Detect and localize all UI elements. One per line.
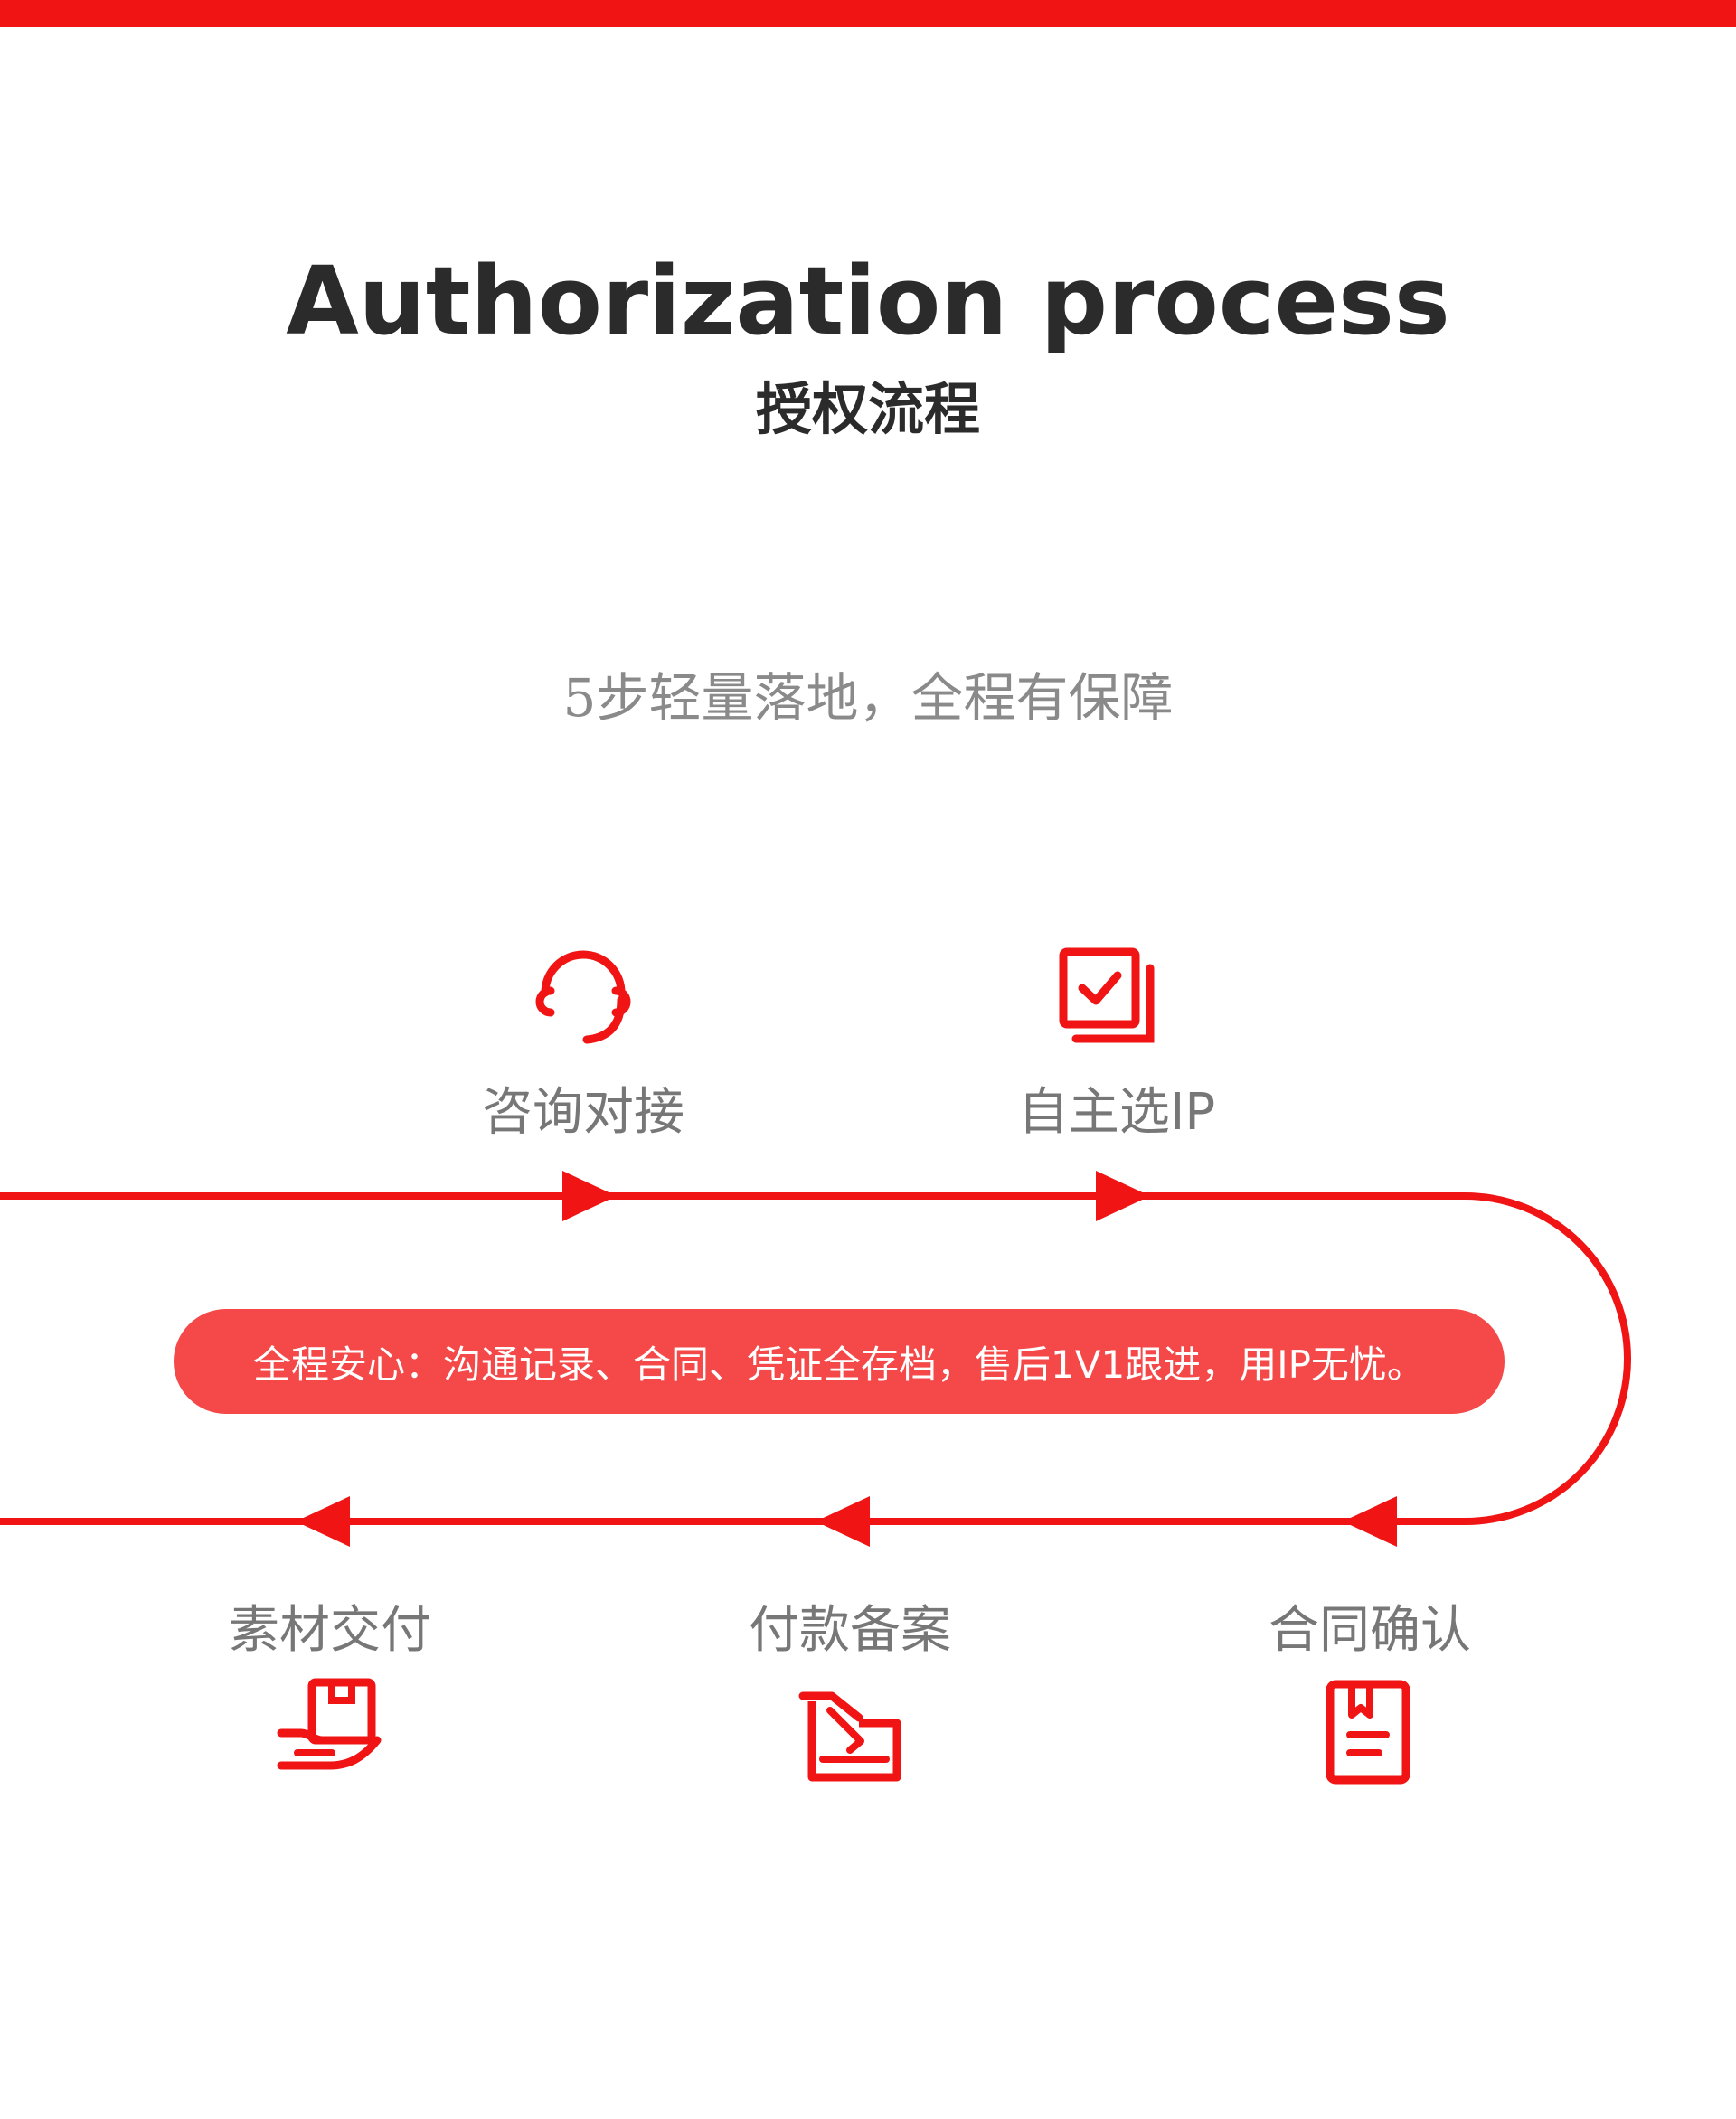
headset-icon (529, 940, 637, 1049)
flow-arrow-5 (296, 1496, 350, 1547)
step-label-contract: 合同确认 (1269, 1601, 1471, 1660)
checkbox-stack-icon (1051, 945, 1159, 1053)
flow-arrow-4 (816, 1496, 870, 1547)
top-accent-bar (0, 0, 1736, 27)
tagline: 5步轻量落地，全程有保障 (562, 667, 1174, 729)
step-label-select-ip: 自主选IP (1017, 1083, 1216, 1142)
hand-box-icon (276, 1677, 384, 1785)
document-icon (1314, 1677, 1422, 1785)
step-label-delivery: 素材交付 (229, 1601, 431, 1660)
flow-line (0, 1192, 1631, 1525)
flow-arrow-1 (562, 1171, 617, 1221)
assurance-banner: 全程安心：沟通记录、合同、凭证全存档，售后1V1跟进，用IP无忧。 (174, 1309, 1505, 1414)
flow-arrow-2 (1096, 1171, 1150, 1221)
step-label-payment: 付款备案 (749, 1601, 951, 1660)
payment-envelope-icon (796, 1683, 904, 1792)
assurance-banner-text: 全程安心：沟通记录、合同、凭证全存档，售后1V1跟进，用IP无忧。 (253, 1342, 1425, 1387)
step-label-consult: 咨询对接 (482, 1083, 684, 1142)
page-subtitle: 授权流程 (755, 376, 980, 442)
flow-arrow-3 (1343, 1496, 1397, 1547)
page-title: Authorization process (286, 246, 1450, 356)
